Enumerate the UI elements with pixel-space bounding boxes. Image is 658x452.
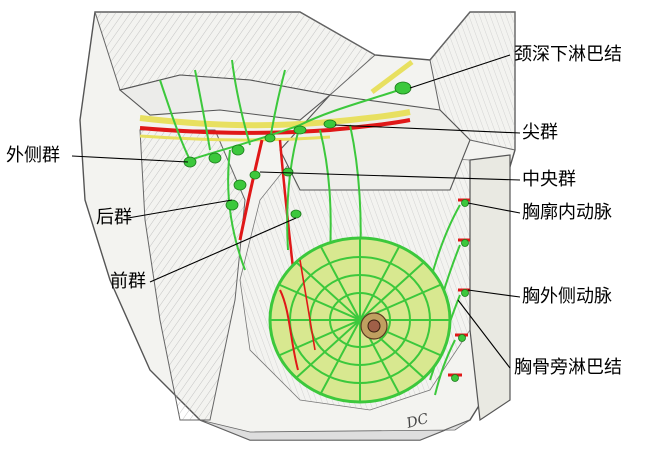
nipple: [367, 319, 381, 333]
artist-signature: DC: [404, 411, 431, 432]
leader-line-parasternal: [457, 299, 511, 369]
label-lateral-group: 外侧群: [6, 145, 60, 166]
label-apical-group: 尖群: [522, 122, 558, 143]
leader-line-apical: [334, 124, 521, 134]
leader-line-lateral-thoracic: [467, 289, 521, 298]
label-parasternal-nodes: 胸骨旁淋巴结: [514, 357, 622, 378]
leader-line-central: [259, 171, 521, 181]
label-central-group: 中央群: [522, 169, 576, 190]
leader-line-lateral: [71, 155, 189, 163]
deep-cervical-node: [394, 81, 412, 95]
lymph-nodes: [183, 81, 469, 382]
leader-line-internal-thoracic: [467, 202, 521, 214]
leader-line-deep-cervical: [409, 54, 511, 89]
label-posterior-group: 后群: [96, 207, 132, 228]
label-deep-cervical-nodes: 颈深下淋巴结: [514, 44, 622, 65]
mammary-gland: [268, 236, 452, 404]
leader-line-posterior: [127, 199, 233, 219]
leader-line-anterior: [149, 217, 297, 283]
label-lateral-thoracic-artery: 胸外侧动脉: [522, 286, 612, 307]
label-internal-thoracic-artery: 胸廓内动脉: [522, 202, 612, 223]
label-anterior-group: 前群: [110, 271, 146, 292]
leader-lines: [71, 54, 521, 369]
